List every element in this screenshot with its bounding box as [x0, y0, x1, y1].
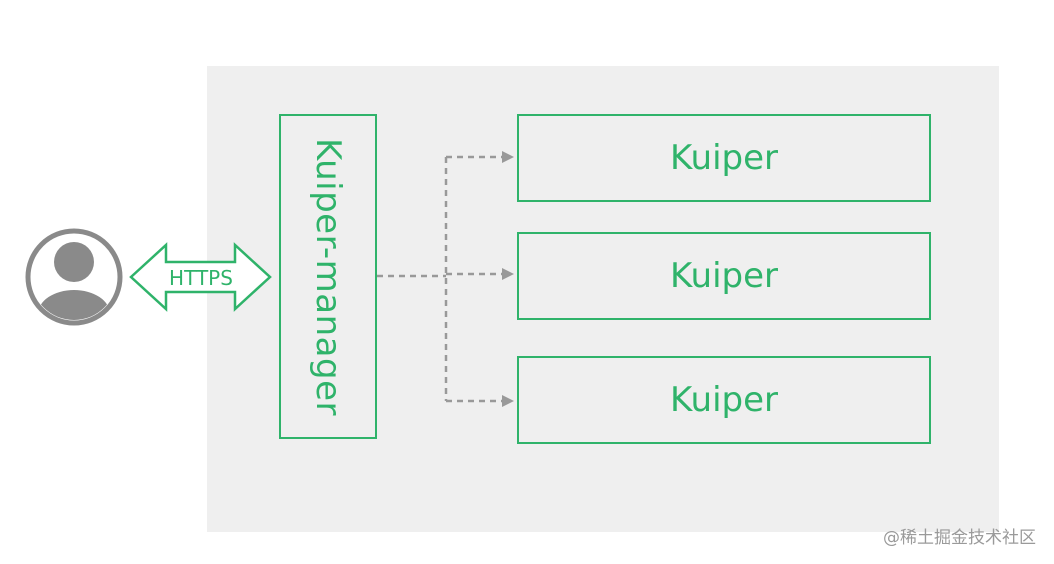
kuiper-manager-label: Kuiper-manager: [308, 137, 348, 416]
https-label: HTTPS: [169, 266, 233, 290]
kuiper-node-2: Kuiper: [517, 232, 931, 320]
kuiper-node-1: Kuiper: [517, 114, 931, 202]
cluster-panel: [207, 66, 999, 532]
connector-lines: [377, 151, 514, 407]
double-arrow-icon: [129, 242, 272, 312]
watermark: @稀土掘金技术社区: [883, 528, 1036, 548]
kuiper-node-3: Kuiper: [517, 356, 931, 444]
kuiper-manager-box: Kuiper-manager: [279, 114, 377, 439]
user-avatar-icon: [25, 228, 123, 326]
